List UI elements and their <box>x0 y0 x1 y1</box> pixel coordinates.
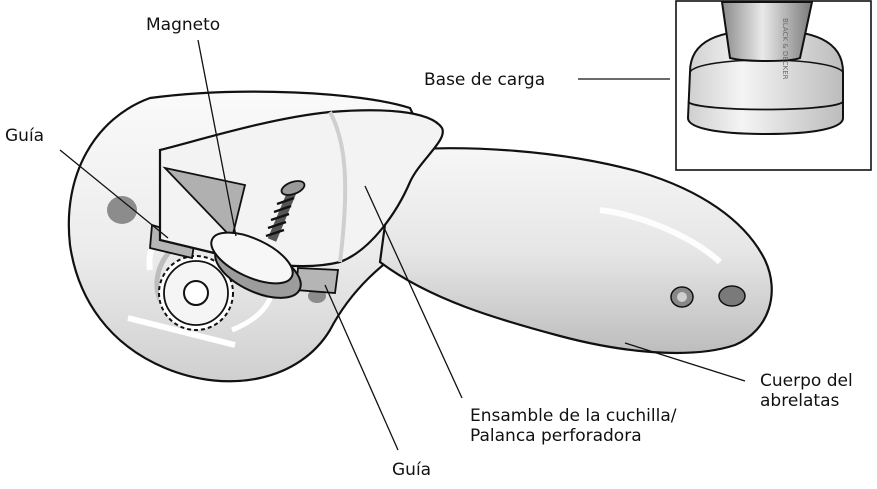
label-ensamble: Ensamble de la cuchilla/ Palanca perfora… <box>470 406 676 446</box>
label-ensamble-line2: Palanca perforadora <box>470 426 676 446</box>
label-cuerpo: Cuerpo del abrelatas <box>760 371 853 411</box>
handle-hole-2 <box>719 286 745 306</box>
label-cuerpo-line1: Cuerpo del <box>760 371 853 391</box>
label-guia-bottom: Guía <box>392 460 431 480</box>
label-ensamble-line1: Ensamble de la cuchilla/ <box>470 406 676 426</box>
label-cuerpo-line2: abrelatas <box>760 391 853 411</box>
label-magneto: Magneto <box>146 15 220 35</box>
label-base-de-carga: Base de carga <box>424 70 545 90</box>
guide-right <box>296 268 338 293</box>
inset-brand-text: BLACK & DECKER <box>781 18 789 80</box>
charging-base: BLACK & DECKER <box>688 2 843 134</box>
opener-handle <box>380 148 772 353</box>
label-guia-top: Guía <box>5 126 44 146</box>
charging-base-shaft <box>722 2 812 61</box>
